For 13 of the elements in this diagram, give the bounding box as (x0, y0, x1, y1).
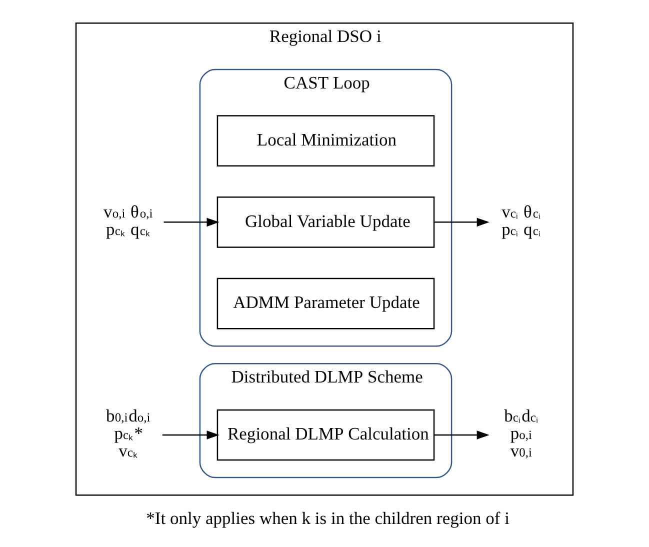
arrow (164, 218, 220, 227)
node-box: Regional DLMP Calculation (216, 409, 435, 461)
node-box: Local Minimization (216, 115, 435, 166)
node-text: b0,ido,i pcₖ* vcₖ (106, 405, 150, 461)
caption: *It only applies when k is in the children region of i (146, 508, 510, 528)
node-text: vo,i θo,i pcₖ qcₖ (104, 201, 153, 239)
arrow (434, 218, 490, 227)
arrow (162, 430, 220, 440)
node-box: ADMM Parameter Update (216, 278, 435, 330)
node-box: Global Variable Update (216, 196, 435, 248)
arrow (434, 430, 490, 440)
node-text: bcᵢdcᵢ po,i v0,i (504, 405, 538, 461)
node-text: vcᵢ θcᵢ pcᵢ qcᵢ (502, 201, 541, 239)
